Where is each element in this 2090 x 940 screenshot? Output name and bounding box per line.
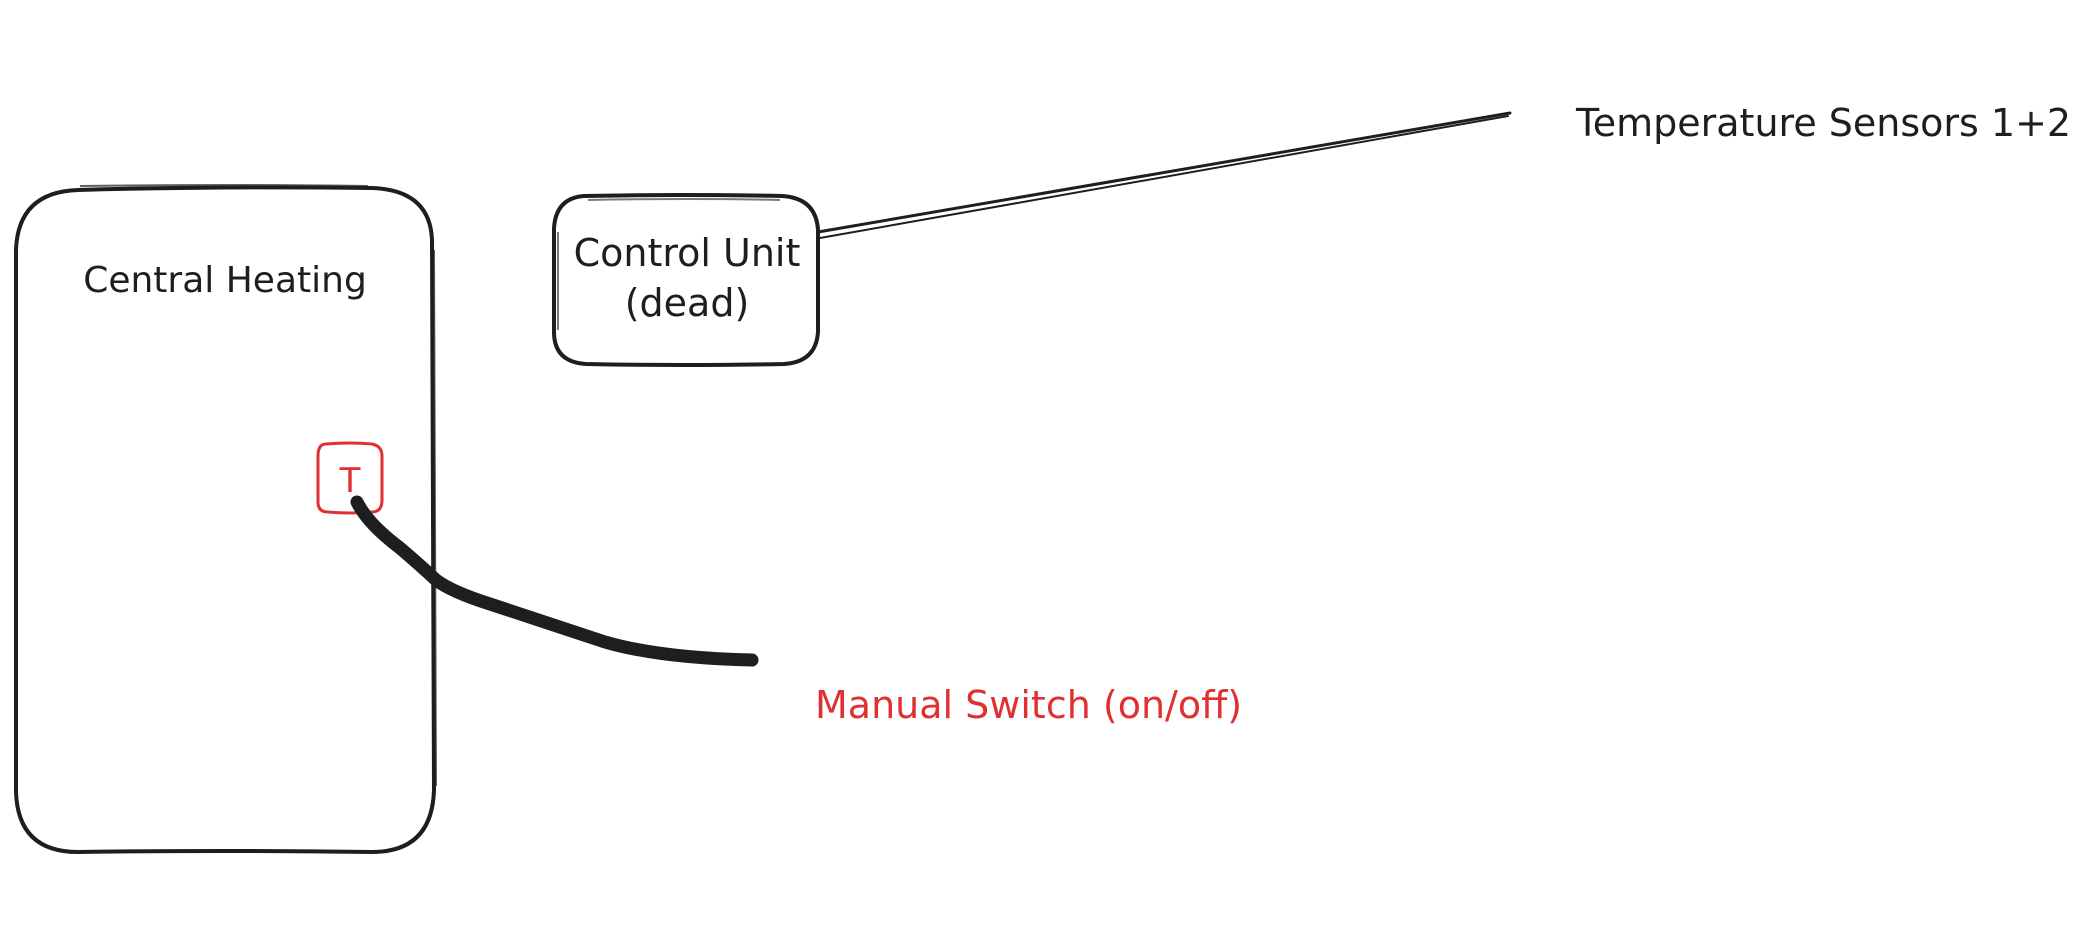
thermostat-box[interactable]: T [316, 441, 384, 515]
central-heating-label: Central Heating [83, 260, 367, 301]
control-unit-box[interactable]: Control Unit (dead) [552, 193, 820, 367]
manual-switch-label: Manual Switch (on/off) [815, 683, 1242, 727]
central-heating-box[interactable]: Central Heating [14, 184, 437, 854]
sensor-line[interactable] [816, 111, 1512, 239]
control-unit-label-line1: Control Unit [574, 231, 801, 275]
temperature-sensors-label: Temperature Sensors 1+2 [1575, 101, 2071, 145]
manual-switch-cable[interactable] [350, 495, 759, 667]
control-unit-label-line2: (dead) [625, 281, 750, 325]
thermostat-label: T [339, 461, 361, 501]
